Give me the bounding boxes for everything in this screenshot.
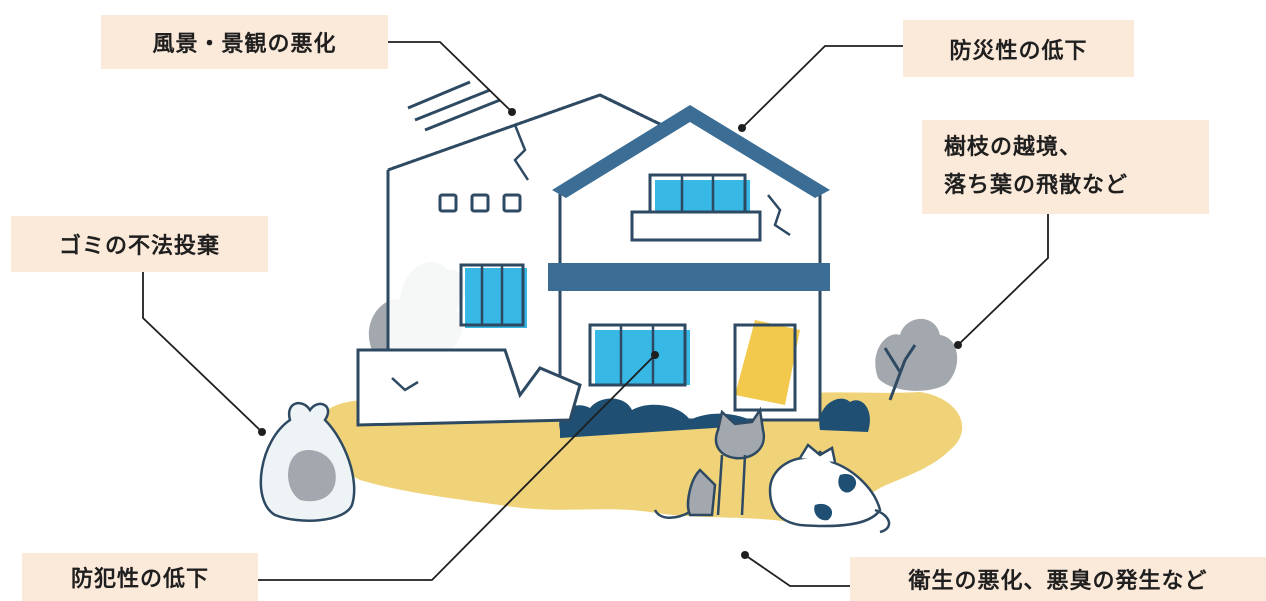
label-branches-line2: 落ち葉の飛散など xyxy=(944,173,1129,198)
bush-navy xyxy=(559,398,760,438)
label-branches-line1: 樹枝の越境、 xyxy=(944,135,1083,160)
broken-wall xyxy=(356,348,582,427)
cat-calico xyxy=(768,443,891,534)
bush-gray-right xyxy=(875,318,958,391)
label-hygiene: 衛生の悪化、悪臭の発生など xyxy=(850,557,1266,601)
label-disaster: 防災性の低下 xyxy=(903,20,1134,77)
label-branches: 樹枝の越境、 落ち葉の飛散など xyxy=(922,120,1209,214)
front-roof xyxy=(552,105,830,198)
tree-branch xyxy=(883,344,917,401)
label-garbage: ゴミの不法投棄 xyxy=(11,216,268,272)
label-scenery: 風景・景観の悪化 xyxy=(101,15,388,69)
cat-gray xyxy=(653,406,766,519)
leader-lines xyxy=(142,41,1049,587)
canopy xyxy=(548,263,830,291)
door-yellow xyxy=(735,320,800,405)
label-crime: 防犯性の低下 xyxy=(22,553,258,601)
